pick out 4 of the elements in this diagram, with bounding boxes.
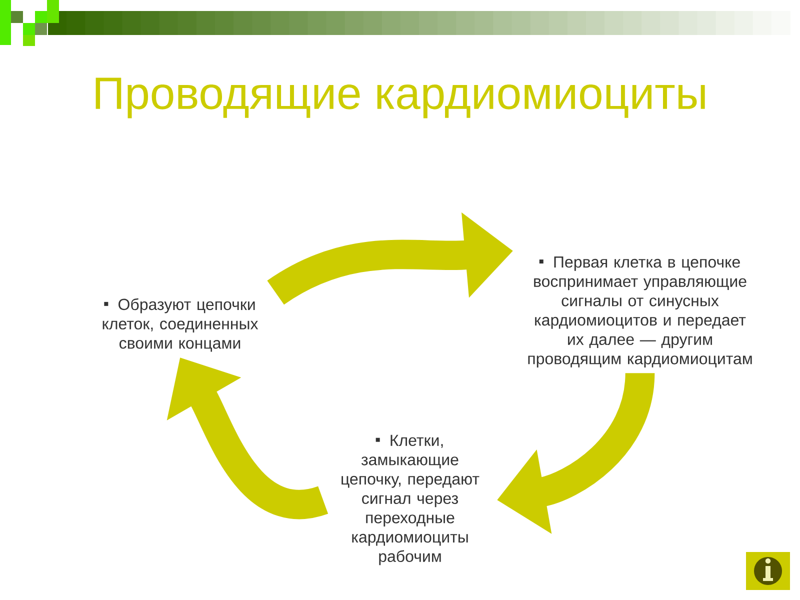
text-block: Первая клетка в цепочке воспринимает управляющие сигналы от синусных кардиомиоцитов и передает их далее — другим проводящим кардиомиоцитам bbox=[528, 256, 752, 368]
text-block: Образуют цепочки клеток, соединенных своими концами bbox=[102, 298, 258, 352]
text-block: Клетки, замыкающие цепочку, передают сигнал через переходные кардиомиоциты рабочим bbox=[342, 434, 480, 566]
title: Проводящие кардиомиоциты bbox=[96, 78, 705, 118]
